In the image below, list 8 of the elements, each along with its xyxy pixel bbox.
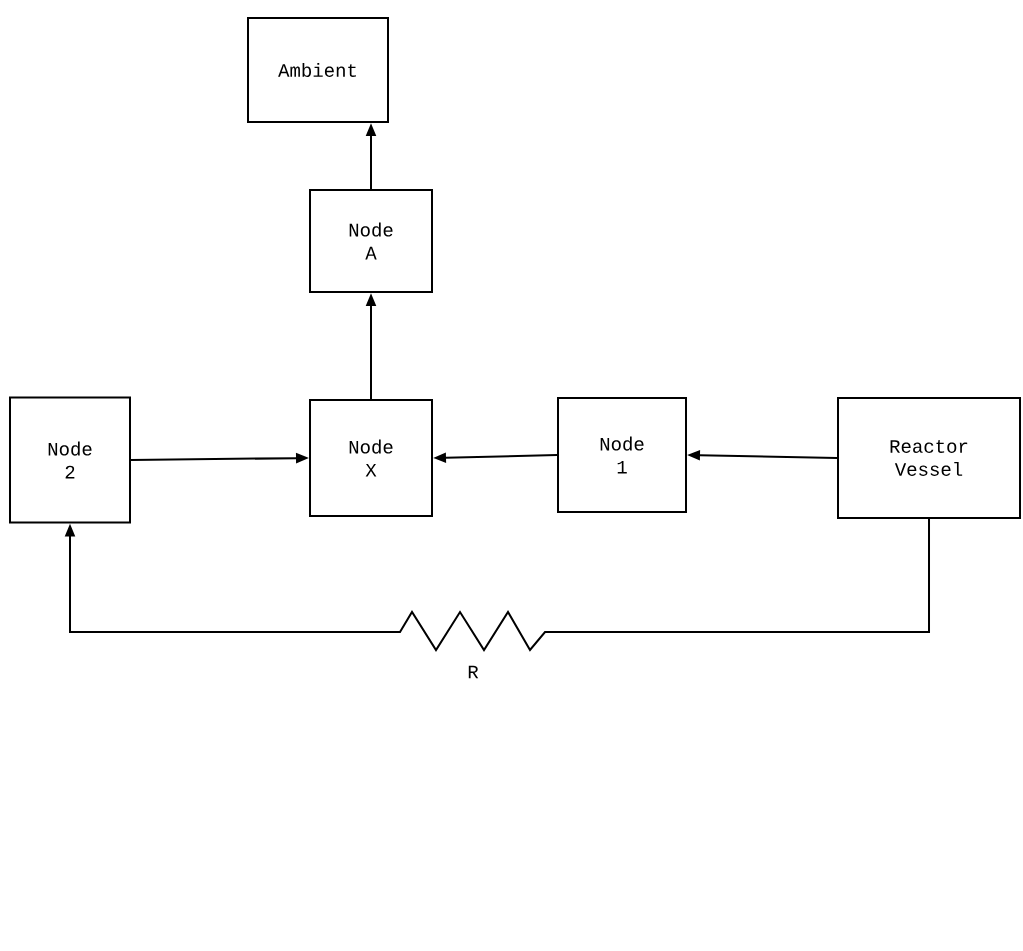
edge-label: R [465,663,481,681]
process-box: Reactor Vessel [837,397,1021,519]
process-box: Ambient [247,17,389,123]
process-box: Node 1 [557,397,687,513]
process-box: Node A [309,189,433,293]
resistor-line [64,518,930,652]
process-box: Node 2 [9,396,131,524]
process-box: Node X [309,399,433,517]
